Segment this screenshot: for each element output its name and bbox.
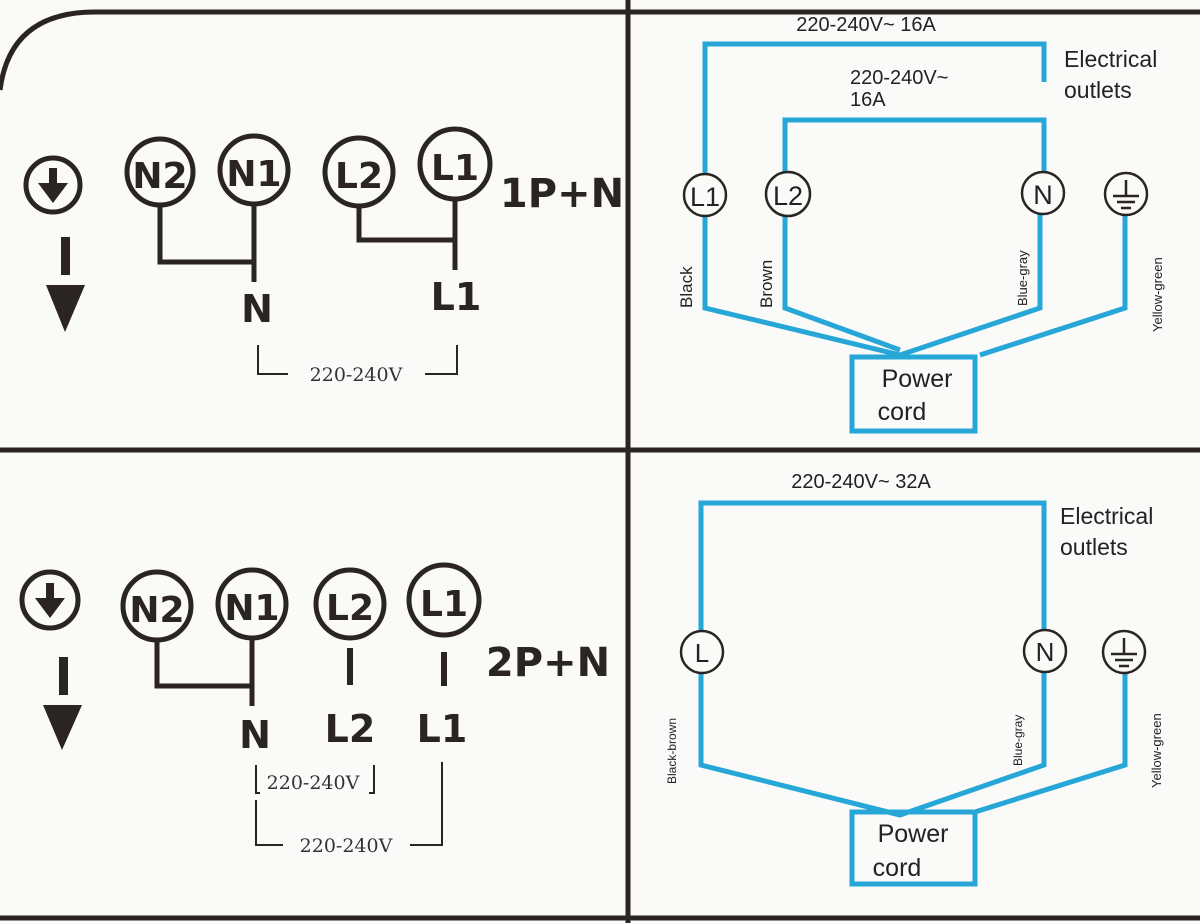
blue-wires bbox=[702, 41, 1128, 434]
output-label-n: N bbox=[241, 287, 273, 331]
wire-label-brown: Brown bbox=[757, 260, 776, 308]
output-label-l1: L1 bbox=[417, 707, 468, 751]
panel-16a-outlet-wiring: 220-240V~ 16A 220-240V~ 16A Electrical o… bbox=[677, 14, 1165, 434]
ground-symbol-icon bbox=[23, 155, 85, 332]
outlets-label-line2: outlets bbox=[1060, 534, 1128, 560]
terminal-label: N bbox=[1036, 637, 1055, 667]
terminal-n: N bbox=[1022, 628, 1068, 674]
power-cord-label-line1: Power bbox=[878, 820, 949, 848]
terminal-label: N2 bbox=[129, 590, 184, 631]
terminal-l1: L1 bbox=[417, 126, 493, 202]
terminal-label: L1 bbox=[420, 584, 468, 625]
terminal-n1: N1 bbox=[217, 133, 291, 207]
power-cord-label-line2: cord bbox=[878, 398, 927, 426]
panel-1p-n-terminal-block: N2 N1 L2 L1 1P+N N L1 220-240V bbox=[23, 126, 624, 386]
voltage-label-long: 220-240V bbox=[300, 835, 393, 857]
mode-label: 2P+N bbox=[486, 640, 610, 686]
voltage-label-short: 220-240V bbox=[267, 772, 360, 794]
output-label-l1: L1 bbox=[431, 275, 482, 319]
terminal-l2: L2 bbox=[313, 567, 387, 641]
voltage-bracket bbox=[257, 345, 458, 375]
terminal-l2: L2 bbox=[764, 170, 812, 218]
power-cord-label-line2: cord bbox=[873, 854, 922, 882]
terminal-l2: L2 bbox=[322, 135, 396, 209]
wire-label-black-brown: Black-brown bbox=[665, 718, 679, 784]
output-label-l2: L2 bbox=[325, 707, 376, 751]
terminal-label: L1 bbox=[431, 148, 479, 189]
terminal-n2: N2 bbox=[120, 569, 194, 643]
panel-32a-outlet-wiring: 220-240V~ 32A Electrical outlets L N Bla… bbox=[665, 471, 1164, 887]
wire-label-black: Black bbox=[677, 266, 696, 308]
terminal-label: N2 bbox=[132, 156, 187, 197]
terminal-label: N bbox=[1033, 180, 1053, 210]
terminal-l: L bbox=[679, 629, 725, 675]
bridge-links bbox=[154, 638, 447, 706]
ground-symbol-icon bbox=[19, 569, 82, 750]
voltage-label: 220-240V bbox=[310, 364, 403, 386]
blue-wires bbox=[698, 500, 1128, 887]
terminal-n: N bbox=[1020, 170, 1066, 216]
outlets-label-line1: Electrical bbox=[1060, 503, 1153, 529]
mode-label: 1P+N bbox=[500, 171, 624, 217]
rating-inner-label-line2: 16A bbox=[850, 89, 886, 111]
rating-label: 220-240V~ 32A bbox=[791, 471, 931, 493]
panel-2p-n-terminal-block: N2 N1 L2 L1 2P+N N L2 L1 220-240V 220-24… bbox=[19, 562, 610, 857]
voltage-bracket-long bbox=[255, 762, 443, 846]
power-cord-label-line1: Power bbox=[882, 365, 953, 393]
bridge-links bbox=[157, 200, 458, 282]
terminal-n1: N1 bbox=[215, 567, 289, 641]
earth-terminal-icon bbox=[1103, 171, 1149, 217]
voltage-bracket-short bbox=[255, 765, 375, 794]
terminal-n2: N2 bbox=[124, 136, 196, 208]
terminal-label: L2 bbox=[335, 156, 383, 197]
terminal-l1: L1 bbox=[682, 172, 728, 218]
outlets-label-line1: Electrical bbox=[1064, 46, 1157, 72]
outlets-label-line2: outlets bbox=[1064, 77, 1132, 103]
wire-label-blue-gray: Blue-gray bbox=[1015, 250, 1030, 306]
wire-label-yellow-green: Yellow-green bbox=[1149, 713, 1164, 788]
terminal-label: L bbox=[695, 638, 709, 668]
terminal-label: N1 bbox=[226, 154, 281, 195]
terminal-label: N1 bbox=[224, 588, 279, 629]
earth-terminal-icon bbox=[1101, 629, 1147, 675]
terminal-label: L2 bbox=[326, 588, 374, 629]
wire-label-blue-gray: Blue-gray bbox=[1011, 715, 1025, 766]
rating-outer-label: 220-240V~ 16A bbox=[796, 14, 936, 36]
output-label-n: N bbox=[239, 713, 271, 757]
terminal-label: L2 bbox=[773, 181, 803, 211]
wire-label-yellow-green: Yellow-green bbox=[1150, 257, 1165, 332]
rating-inner-label-line1: 220-240V~ bbox=[850, 67, 948, 89]
terminal-l1: L1 bbox=[406, 562, 482, 638]
terminal-label: L1 bbox=[690, 182, 720, 212]
